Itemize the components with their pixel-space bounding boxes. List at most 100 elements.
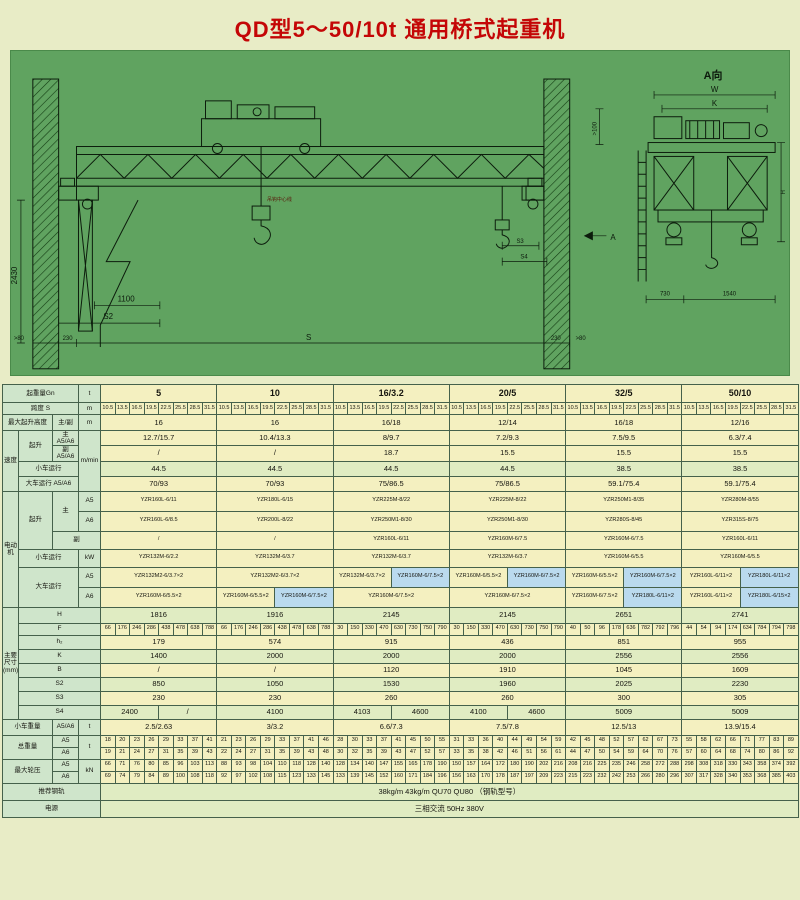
table-cell: 58 <box>695 734 712 748</box>
table-cell: 40 <box>492 734 508 748</box>
table-cell: 28.5 <box>536 402 552 415</box>
row-label-span: 跨度 S <box>1 402 80 415</box>
table-cell: 40 <box>565 622 581 636</box>
table-cell: 3/3.2 <box>216 718 334 736</box>
table-cell: 2025 <box>565 676 683 692</box>
table-cell: 4103 <box>332 704 392 720</box>
table-cell: 318 <box>710 758 726 772</box>
table-cell: 41 <box>201 734 218 748</box>
table-cell: YZR160L-6/11 <box>681 530 799 550</box>
table-cell: 66 <box>216 622 232 636</box>
table-cell: 196 <box>434 770 450 784</box>
table-cell: YZR160M-6/5.5 <box>681 548 799 568</box>
row-label-wheel-load: 最大轮压 <box>2 758 53 784</box>
table-cell: 16.5 <box>477 402 494 415</box>
table-cell: 113 <box>201 758 218 772</box>
table-cell: 31.5 <box>201 402 218 415</box>
table-cell: 150 <box>347 622 363 636</box>
table-cell: 59 <box>550 734 567 748</box>
table-cell: 46 <box>506 746 523 760</box>
table-cell: 30 <box>332 746 349 760</box>
table-cell: YZR225M-8/22 <box>448 490 567 512</box>
table-cell: 16/18 <box>565 414 683 431</box>
table-cell: 174 <box>725 622 741 636</box>
table-cell: 31 <box>448 734 465 748</box>
table-cell: 22.5 <box>158 402 174 415</box>
table-cell: 20/5 <box>448 384 567 403</box>
table-cell: h₂ <box>17 634 102 650</box>
table-cell: 7.5/9.5 <box>565 429 683 447</box>
table-cell: 16.5 <box>594 402 610 415</box>
table-cell: B <box>17 662 102 678</box>
table-cell: 29 <box>259 734 276 748</box>
table-cell: YZR132M-6/3.7 <box>216 548 334 568</box>
table-cell: 13.5 <box>695 402 712 415</box>
table-cell: 18.7 <box>332 445 450 462</box>
table-cell: 44 <box>565 746 581 760</box>
table-cell: 955 <box>681 634 799 650</box>
table-cell: 110 <box>274 758 290 772</box>
table-cell: 31 <box>158 746 174 760</box>
table-cell: 118 <box>288 758 305 772</box>
table-cell: YZR160M-6/7.5×2 <box>332 586 450 608</box>
table-cell: 33 <box>463 734 479 748</box>
table-cell: 790 <box>550 622 567 636</box>
table-cell: YZR160M-6/5.5×2 <box>565 566 625 588</box>
table-cell: 187 <box>506 770 523 784</box>
table-cell: 438 <box>274 622 290 636</box>
table-cell: 10.4/13.3 <box>216 429 334 447</box>
table-cell: K <box>17 648 102 664</box>
table-cell: 60 <box>695 746 712 760</box>
table-cell: YZR160M-6/7.5 <box>565 530 683 550</box>
table-cell: YZR132M-6/3.7 <box>332 548 450 568</box>
main-hook <box>251 146 271 245</box>
table-cell: 52 <box>419 746 436 760</box>
end-carriages <box>75 185 545 210</box>
view-label-a: A向 <box>704 68 723 82</box>
table-cell: YZR132M-6/2.2 <box>100 548 218 568</box>
table-cell: 19.5 <box>143 402 160 415</box>
table-cell: 47 <box>579 746 596 760</box>
table-cell: 1960 <box>448 676 567 692</box>
dim-730: 730 <box>660 291 671 297</box>
table-cell: 12.5/13 <box>565 718 683 736</box>
table-cell: 22.5 <box>506 402 523 415</box>
table-cell: 25.5 <box>637 402 654 415</box>
table-cell: 70/93 <box>100 475 218 492</box>
table-cell: 392 <box>783 758 799 772</box>
table-cell: 330 <box>477 622 494 636</box>
table-cell: / <box>216 445 334 462</box>
table-cell: 19.5 <box>608 402 625 415</box>
table-cell: 79 <box>129 770 145 784</box>
table-cell: A5 <box>51 758 80 772</box>
stairway <box>77 199 139 347</box>
table-cell: 30 <box>347 734 363 748</box>
table-cell: 小车运行 <box>17 460 80 477</box>
table-cell: 1400 <box>100 648 218 664</box>
table-cell: 13.5 <box>579 402 596 415</box>
table-cell: 340 <box>725 770 741 784</box>
table-cell: YZR160L-6/11 <box>100 490 218 512</box>
table-cell: 1910 <box>448 662 567 678</box>
table-cell: 27 <box>245 746 261 760</box>
table-cell: 50 <box>419 734 436 748</box>
table-cell: 33 <box>274 734 290 748</box>
table-cell: YZR132M-6/3.7 <box>448 548 567 568</box>
table-cell: 850 <box>100 676 218 692</box>
table-cell: A5/A6 <box>51 718 80 736</box>
table-cell: 750 <box>536 622 552 636</box>
table-cell: 22.5 <box>274 402 290 415</box>
table-cell: 16/18 <box>332 414 450 431</box>
row-label-lift-height: 最大起升高度 <box>2 414 53 431</box>
table-cell: 2145 <box>332 606 450 624</box>
table-cell: F <box>17 622 102 636</box>
table-cell: 50/10 <box>681 384 799 403</box>
table-cell: 13.5 <box>463 402 479 415</box>
table-cell: 2556 <box>565 648 683 664</box>
table-cell: 41 <box>303 734 319 748</box>
table-cell: 23 <box>230 734 247 748</box>
table-cell: 38 <box>477 746 494 760</box>
dim-s3: S3 <box>516 239 524 245</box>
table-cell: 16.5 <box>361 402 378 415</box>
table-cell: YZR250M1-8/30 <box>332 510 450 532</box>
